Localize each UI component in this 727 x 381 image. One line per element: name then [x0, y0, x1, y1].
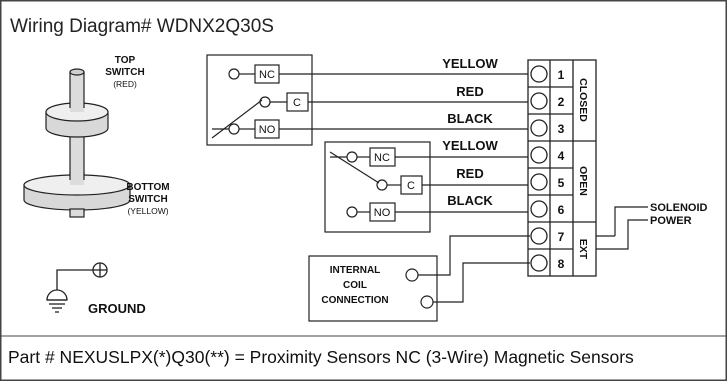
wire-label-2: RED	[456, 84, 483, 99]
group-label-ext: EXT	[577, 239, 589, 260]
solenoid-label-line1: SOLENOID	[650, 202, 708, 214]
wires	[279, 73, 530, 213]
terminal-8: 8	[558, 257, 565, 271]
wire-label-1: YELLOW	[442, 56, 498, 71]
switch1-nc-label: NC	[259, 69, 275, 81]
part-number: Part # NEXUSLPX(*)Q30(**) = Proximity Se…	[8, 347, 634, 367]
switch2-no-label: NO	[374, 207, 391, 219]
switch1-c-label: C	[293, 97, 301, 109]
top-switch-label-line2: SWITCH	[105, 67, 144, 78]
diagram-title: Wiring Diagram# WDNX2Q30S	[10, 16, 274, 37]
coil-label-line2: COIL	[343, 280, 367, 291]
bottom-switch-label-line2: SWITCH	[128, 194, 167, 205]
terminal-1: 1	[558, 68, 565, 82]
top-switch-color: (RED)	[113, 79, 137, 89]
ground-icon	[46, 262, 108, 313]
wire-label-6: BLACK	[447, 193, 493, 208]
switch1-no-label: NO	[259, 124, 276, 136]
group-label-closed: CLOSED	[577, 78, 589, 122]
switch-box-open	[324, 141, 431, 233]
coil-label-line3: CONNECTION	[321, 295, 388, 306]
ground-label: GROUND	[88, 301, 146, 316]
solenoid-label-line2: POWER	[650, 215, 692, 227]
switch2-nc-label: NC	[374, 152, 390, 164]
float-switch-graphic	[23, 68, 131, 218]
wire-label-3: BLACK	[447, 111, 493, 126]
terminal-3: 3	[558, 122, 565, 136]
terminal-block	[527, 59, 597, 277]
terminal-6: 6	[558, 203, 565, 217]
terminal-7: 7	[558, 230, 565, 244]
switch-box-closed	[206, 54, 313, 146]
switch2-c-label: C	[407, 180, 415, 192]
wire-label-4: YELLOW	[442, 138, 498, 153]
terminal-4: 4	[558, 149, 565, 163]
bottom-switch-color: (YELLOW)	[127, 206, 168, 216]
wire-label-5: RED	[456, 166, 483, 181]
top-switch-label-line1: TOP	[115, 55, 136, 66]
bottom-switch-label-line1: BOTTOM	[126, 182, 169, 193]
internal-coil-box	[308, 235, 530, 322]
terminal-5: 5	[558, 176, 565, 190]
group-label-open: OPEN	[577, 166, 589, 196]
terminal-2: 2	[558, 95, 565, 109]
solenoid-power-wires	[596, 206, 648, 250]
coil-label-line1: INTERNAL	[330, 265, 381, 276]
